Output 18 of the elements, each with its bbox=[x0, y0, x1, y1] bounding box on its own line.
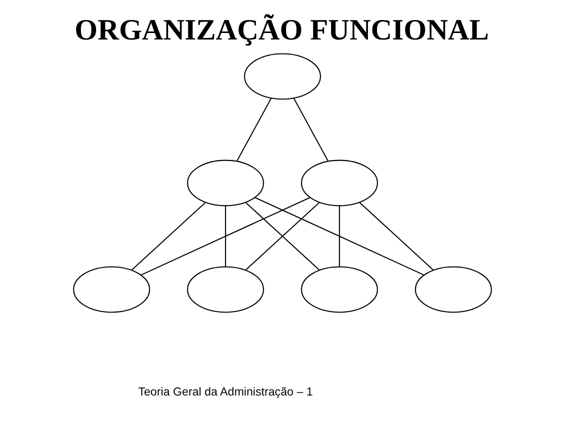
connector bbox=[338, 206, 340, 267]
caption: Teoria Geral da Administração – 1 bbox=[138, 385, 313, 398]
connector bbox=[225, 206, 226, 267]
connector bbox=[236, 98, 272, 162]
node-ellipse bbox=[187, 160, 264, 206]
node-ellipse bbox=[300, 266, 378, 313]
node-ellipse bbox=[73, 266, 150, 313]
connector bbox=[140, 197, 310, 276]
connector bbox=[245, 202, 320, 270]
connector bbox=[359, 202, 434, 270]
node-ellipse bbox=[187, 266, 264, 313]
connector bbox=[293, 98, 328, 162]
diagram-title: ORGANIZAÇÃO FUNCIONAL bbox=[74, 14, 489, 46]
node-ellipse bbox=[300, 160, 378, 206]
node-ellipse bbox=[244, 53, 321, 100]
connector bbox=[132, 202, 206, 270]
connector bbox=[254, 197, 424, 276]
node-ellipse bbox=[414, 266, 492, 313]
